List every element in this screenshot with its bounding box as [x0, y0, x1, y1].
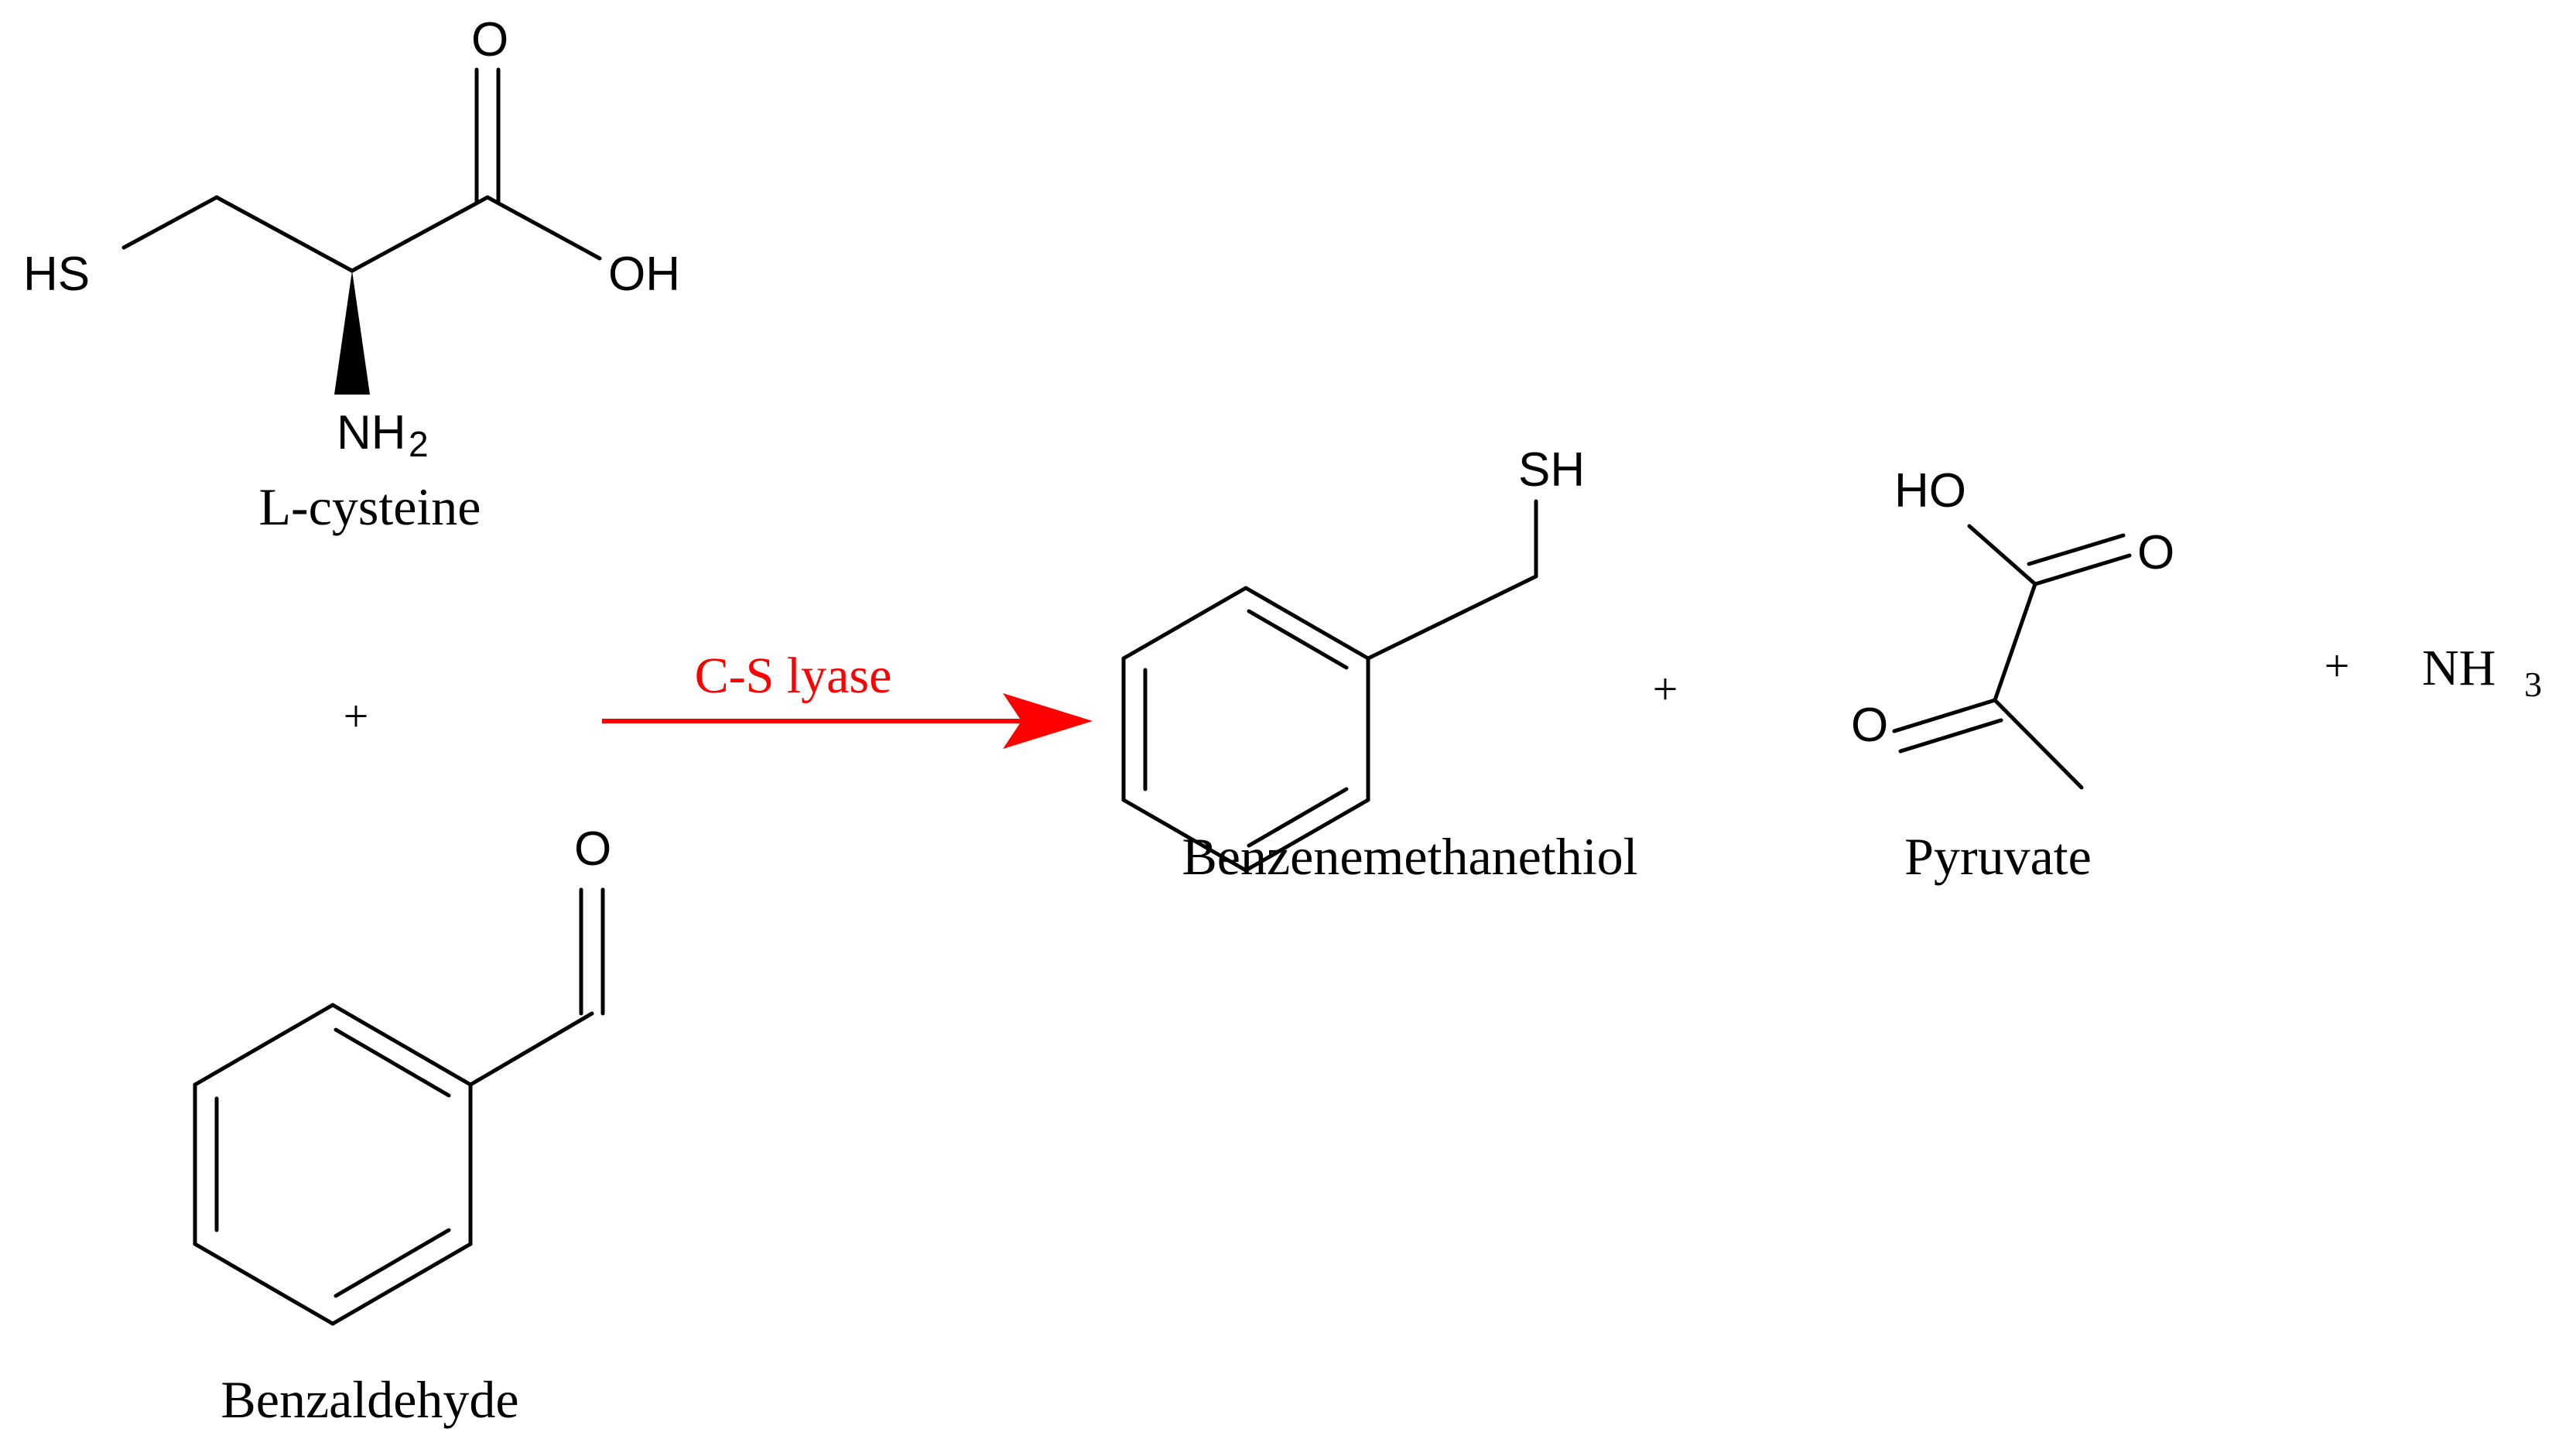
bond [485, 195, 602, 261]
compound-name-l-cysteine: L-cysteine [259, 477, 481, 536]
benzaldehyde-structure: O Benzaldehyde [193, 822, 611, 1429]
bond [1244, 586, 1370, 661]
wedge-bond [334, 271, 370, 395]
pyruvate-structure: HO O O Pyruvate [1851, 464, 2174, 886]
bond [1892, 698, 1997, 733]
atom-label-sh: SH [1518, 443, 1585, 497]
bond [193, 1242, 335, 1326]
bond [1366, 574, 1538, 661]
atom-label-hs: HS [23, 248, 90, 301]
bond [1247, 787, 1349, 848]
plus-sign: + [2325, 641, 2350, 691]
bond [468, 1011, 594, 1087]
atom-label-o: O [471, 13, 508, 67]
bond [1247, 609, 1349, 670]
bond [1967, 524, 2037, 586]
plus-sign: + [1653, 664, 1678, 714]
bond [2033, 553, 2132, 586]
bond [330, 1242, 473, 1326]
benzenemethanethiol-structure: SH Benzenemethanethiol [1121, 443, 1638, 886]
atom-label-nh: NH [337, 406, 406, 460]
bond [214, 195, 354, 273]
atom-label-ho: HO [1894, 464, 1966, 518]
compound-name-pyruvate: Pyruvate [1904, 827, 2092, 886]
bond [1993, 698, 2084, 790]
reaction-arrow: C-S lyase [602, 648, 1093, 749]
bond [1121, 586, 1248, 661]
atom-label-oh: OH [608, 248, 680, 301]
bond [1244, 798, 1370, 873]
formula-subscript: 3 [2524, 665, 2542, 704]
bond [121, 195, 219, 250]
plus-sign: + [344, 691, 369, 741]
bond [350, 195, 490, 273]
bond [334, 1027, 451, 1098]
l-cysteine-structure: HS O OH NH 2 L-cysteine [23, 13, 680, 536]
bond [1121, 798, 1248, 873]
bond [334, 1228, 451, 1298]
bond [1993, 582, 2037, 702]
bond [2027, 533, 2126, 566]
bond [193, 1003, 335, 1087]
bond [1898, 718, 2003, 754]
atom-label-o: O [1851, 699, 1888, 752]
compound-name-benzenemethanethiol: Benzenemethanethiol [1182, 827, 1637, 886]
arrow-head [1003, 693, 1093, 749]
atom-label-o: O [2137, 526, 2174, 579]
ammonia-formula: NH 3 [2422, 640, 2542, 704]
atom-label-o: O [574, 822, 611, 876]
compound-name-benzaldehyde: Benzaldehyde [221, 1370, 518, 1429]
compound-name-nh3: NH [2422, 640, 2496, 696]
atom-label-subscript: 2 [409, 424, 429, 464]
bond [330, 1003, 473, 1087]
enzyme-label: C-S lyase [695, 648, 892, 704]
